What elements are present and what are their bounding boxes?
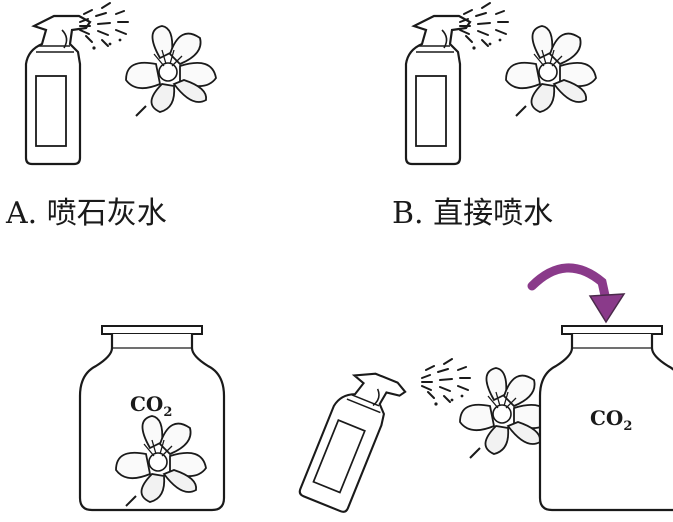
flower-icon bbox=[459, 367, 551, 459]
panel-b bbox=[404, 2, 597, 166]
spray-bottle-icon bbox=[24, 14, 92, 166]
flower-icon bbox=[125, 25, 217, 117]
caption-b: B. 直接喷水 bbox=[392, 196, 554, 231]
co2-subscript: 2 bbox=[623, 419, 633, 434]
spray-bottle-icon bbox=[404, 14, 472, 166]
co2-subscript: 2 bbox=[163, 405, 173, 420]
co2-label: CO2 bbox=[590, 406, 632, 434]
spray-droplets-icon bbox=[459, 2, 509, 51]
curved-arrow-icon bbox=[527, 263, 611, 305]
spray-bottle-icon bbox=[297, 362, 409, 518]
spray-droplets-icon bbox=[421, 358, 471, 407]
flower-icon bbox=[505, 25, 597, 117]
caption-a: A. 喷石灰水 bbox=[6, 196, 167, 231]
panel-a bbox=[24, 2, 217, 166]
arrow-head-icon bbox=[588, 293, 626, 324]
co2-formula: CO bbox=[590, 406, 624, 430]
panel-d bbox=[297, 263, 673, 518]
co2-formula: CO bbox=[130, 392, 164, 416]
spray-droplets-icon bbox=[79, 2, 129, 51]
co2-label: CO2 bbox=[130, 392, 172, 420]
